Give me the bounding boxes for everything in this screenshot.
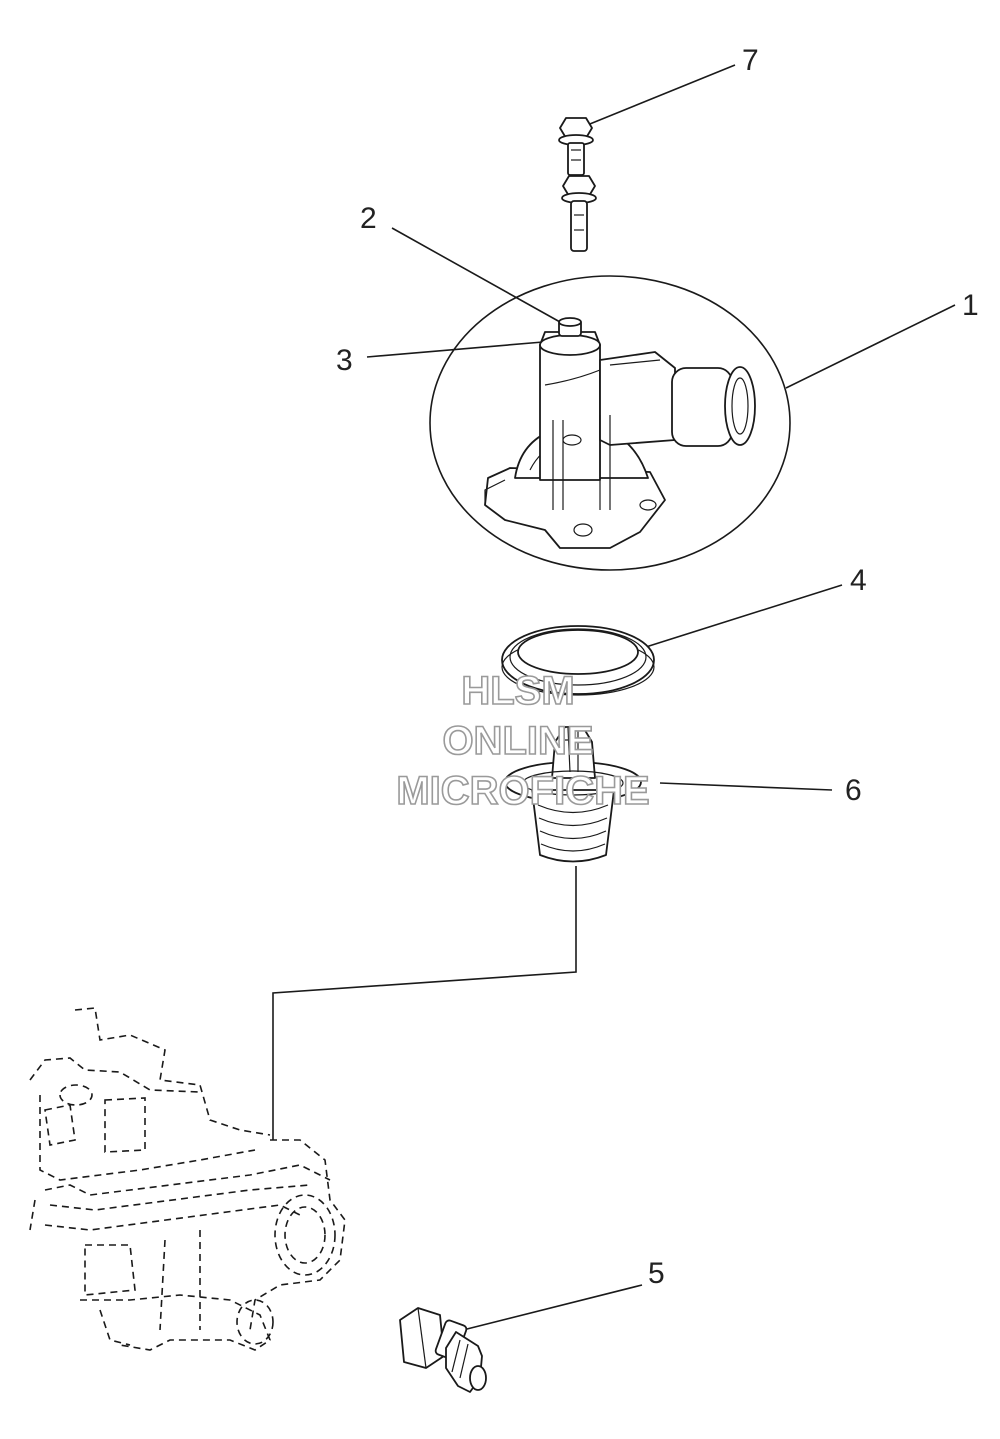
callout-2: 2 xyxy=(360,202,377,235)
engine-block-outline xyxy=(29,1007,346,1351)
callout-5: 5 xyxy=(648,1257,665,1290)
seal-ring xyxy=(501,625,655,696)
leader-line-5 xyxy=(462,1284,643,1331)
callout-1: 1 xyxy=(962,289,979,322)
bolt-upper xyxy=(558,117,594,176)
watermark-line-1: HLSM xyxy=(461,669,574,713)
leader-line-2 xyxy=(391,227,561,323)
watermark-line-2: ONLINE xyxy=(442,719,593,763)
callout-7: 7 xyxy=(742,44,759,77)
leader-line-thermostat-install xyxy=(272,866,577,1140)
hose-fitting xyxy=(399,1307,487,1393)
leader-lines xyxy=(272,64,956,1331)
watermark-line-3: MICROFICHE xyxy=(396,769,649,813)
callout-3: 3 xyxy=(336,344,353,377)
callouts: 1 2 3 4 5 6 7 xyxy=(336,44,979,1290)
callout-4: 4 xyxy=(850,564,867,597)
leader-line-4 xyxy=(629,584,843,653)
thermostat xyxy=(504,726,642,863)
leader-line-1 xyxy=(785,304,956,389)
leader-line-7 xyxy=(579,64,736,129)
leader-line-6 xyxy=(659,782,833,791)
callout-6: 6 xyxy=(845,774,862,807)
bolt-assembly xyxy=(558,117,597,252)
thermostat-housing xyxy=(429,275,791,571)
watermark: HLSM ONLINE MICROFICHE xyxy=(396,668,651,814)
bolt-lower xyxy=(561,175,597,252)
housing-detail-circle xyxy=(429,275,791,571)
